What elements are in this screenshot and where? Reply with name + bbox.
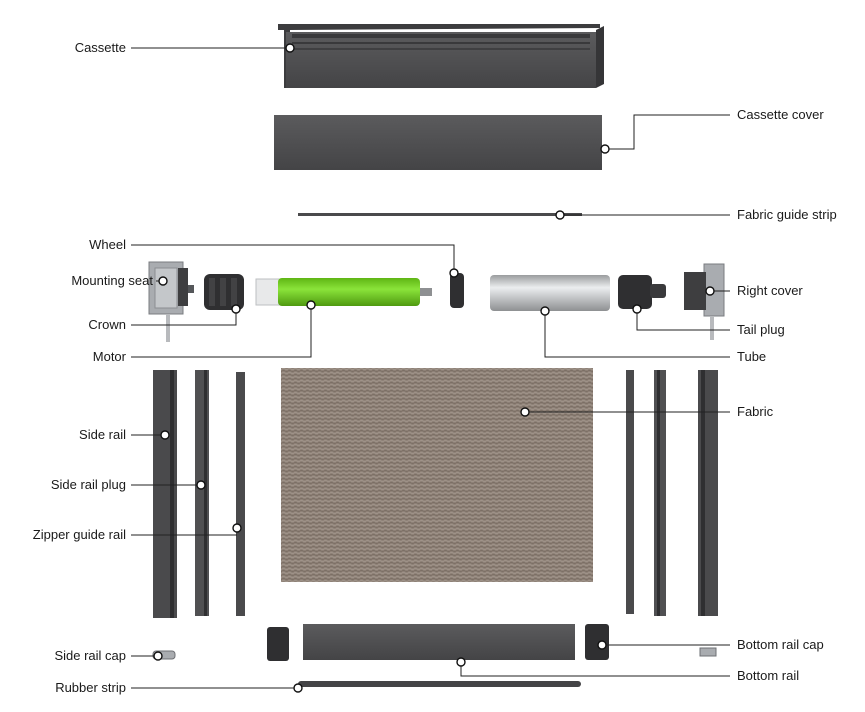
label-tube: Tube	[737, 349, 766, 364]
label-side-rail-cap: Side rail cap	[54, 648, 126, 663]
wheel-part	[450, 273, 464, 308]
label-tail-plug: Tail plug	[737, 322, 785, 337]
bottom-rail-cap-right	[585, 624, 609, 660]
bottom-rail-part	[303, 624, 575, 660]
label-cassette: Cassette	[75, 40, 126, 55]
left-rails	[153, 370, 245, 618]
right-labels: Cassette cover Fabric guide strip Right …	[737, 107, 837, 683]
label-motor: Motor	[93, 349, 127, 364]
pointer-dots	[153, 43, 715, 693]
motor-part	[255, 278, 432, 306]
label-wheel: Wheel	[89, 237, 126, 252]
label-cassette-cover: Cassette cover	[737, 107, 824, 122]
side-rail-cap-right-part	[699, 647, 717, 657]
cassette-cover-part	[274, 115, 602, 170]
mounting-seat-part	[148, 261, 194, 342]
crown-part	[204, 274, 244, 310]
label-fabric: Fabric	[737, 404, 774, 419]
tail-plug-part	[618, 275, 666, 309]
label-side-rail-plug: Side rail plug	[51, 477, 126, 492]
label-side-rail: Side rail	[79, 427, 126, 442]
fabric-guide-strip-part	[298, 213, 582, 216]
label-rubber-strip: Rubber strip	[55, 680, 126, 695]
label-bottom-rail: Bottom rail	[737, 668, 799, 683]
leader-lines	[131, 47, 730, 689]
right-rails	[626, 370, 718, 616]
cassette-part	[278, 24, 604, 88]
tube-part	[490, 275, 610, 311]
fabric-part	[281, 368, 593, 582]
label-bottom-rail-cap: Bottom rail cap	[737, 637, 824, 652]
label-right-cover: Right cover	[737, 283, 803, 298]
label-zipper-guide-rail: Zipper guide rail	[33, 527, 126, 542]
label-crown: Crown	[88, 317, 126, 332]
label-mounting-seat: Mounting seat	[71, 273, 153, 288]
right-cover-part	[684, 263, 725, 340]
bottom-rail-cap-left	[267, 627, 289, 661]
rubber-strip-part	[298, 681, 581, 687]
label-fabric-guide-strip: Fabric guide strip	[737, 207, 837, 222]
left-labels: Cassette Wheel Mounting seat Crown Motor…	[33, 40, 154, 695]
